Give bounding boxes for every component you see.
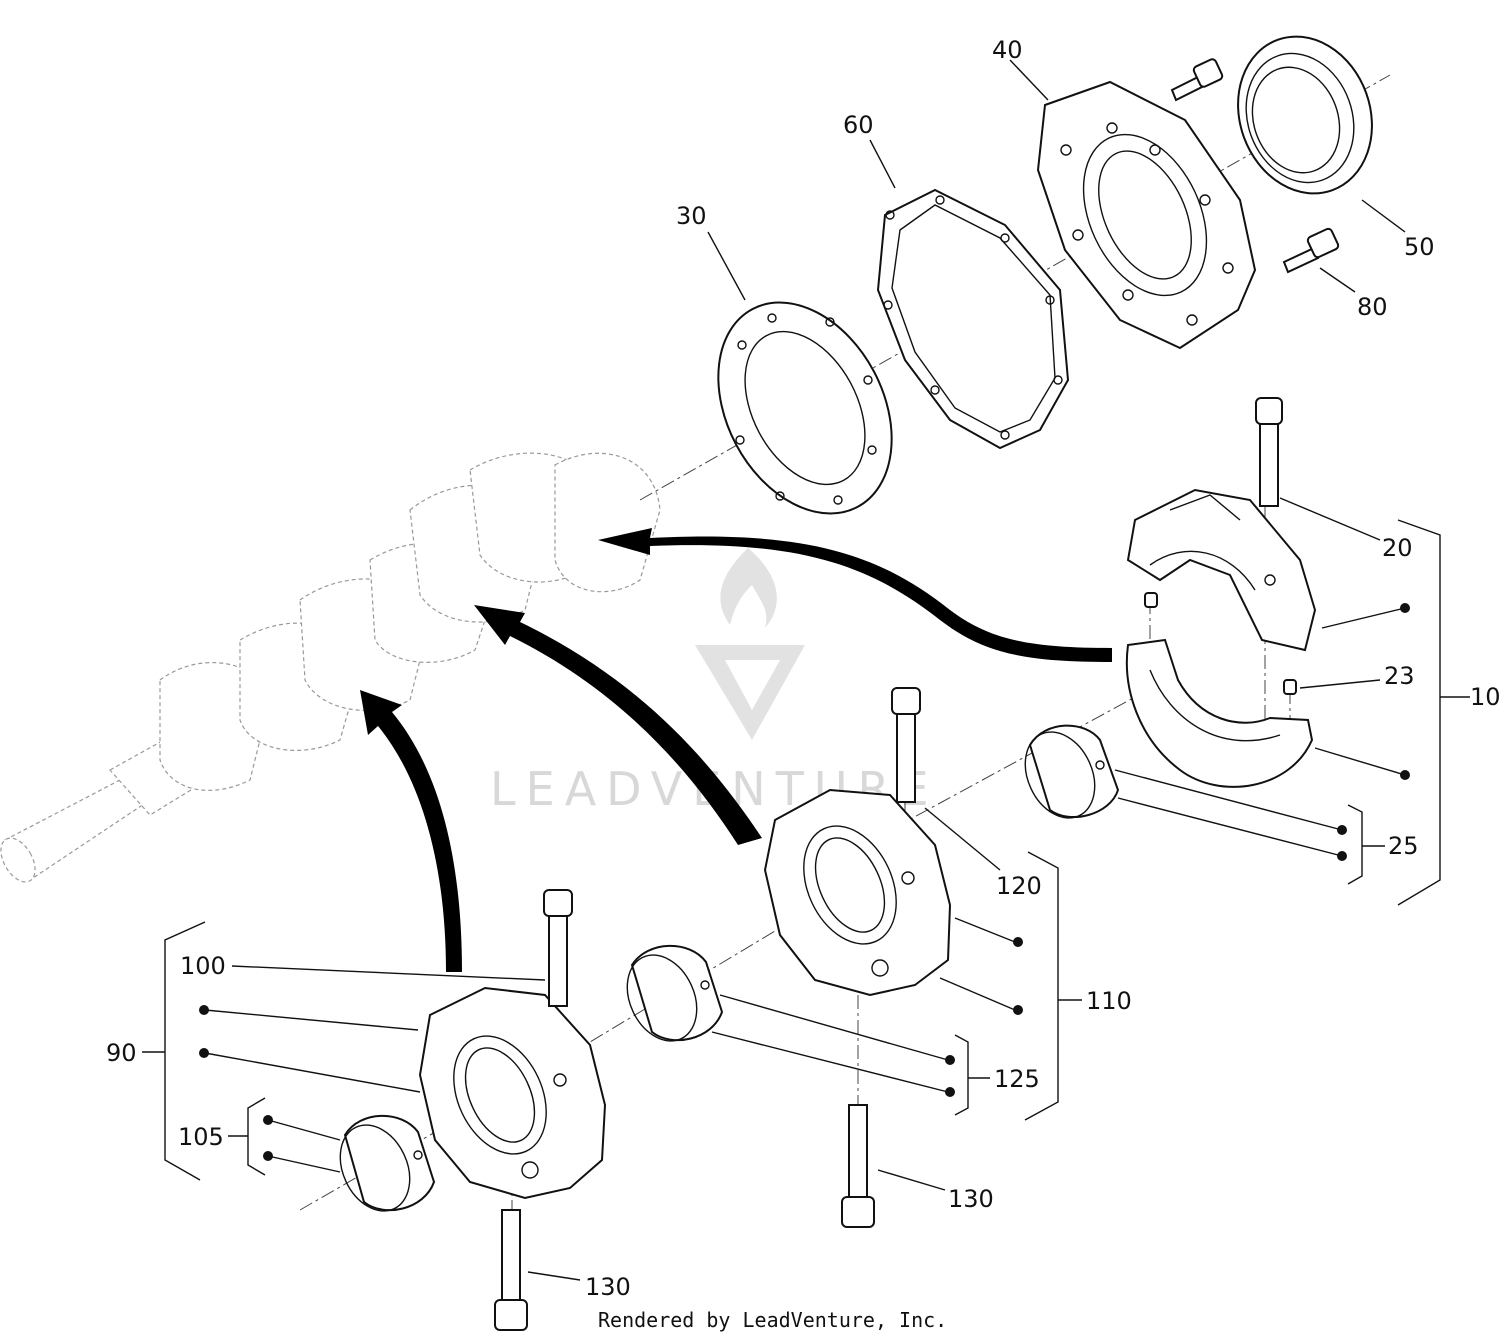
part-120-bolt — [891, 687, 921, 803]
arrow-10-to-crankshaft — [598, 528, 1112, 662]
part-130-bolt-front — [494, 1209, 528, 1331]
callout-23: 23 — [1384, 662, 1415, 690]
callout-120: 120 — [996, 872, 1042, 900]
part-50-oil-seal — [1237, 35, 1373, 195]
callout-50: 50 — [1404, 233, 1435, 261]
callout-20: 20 — [1382, 534, 1413, 562]
part-23-dowel-pins — [1144, 592, 1297, 695]
callout-90: 90 — [106, 1039, 137, 1067]
callout-40: 40 — [992, 36, 1023, 64]
part-30-gasket-plate — [717, 301, 893, 515]
footer-credit: Rendered by LeadVenture, Inc. — [598, 1308, 947, 1332]
callout-60: 60 — [843, 111, 874, 139]
part-105-bearing-shell — [339, 1114, 436, 1212]
part-20-bolt — [1255, 397, 1283, 507]
part-110-bearing-block — [763, 788, 952, 997]
part-20-bearing-cap — [1126, 488, 1317, 652]
callout-130-front: 130 — [585, 1273, 631, 1301]
assembly-arrows — [360, 528, 1112, 972]
part-25-bearing-shell — [1024, 724, 1120, 819]
callout-labels: 40 60 30 50 80 20 23 10 25 120 110 125 1… — [106, 36, 1500, 1301]
part-130-bolt-middle — [841, 1104, 875, 1228]
arrow-110-to-crankshaft — [474, 605, 762, 845]
watermark-flame-icon — [720, 548, 777, 628]
callout-10: 10 — [1470, 683, 1500, 711]
callout-25: 25 — [1388, 832, 1419, 860]
crankshaft-ghost — [0, 452, 661, 883]
callout-110: 110 — [1086, 987, 1132, 1015]
part-100-bolt — [543, 889, 573, 1007]
part-60-gasket — [876, 188, 1070, 450]
callout-100: 100 — [180, 952, 226, 980]
part-90-bearing-block — [418, 986, 607, 1200]
arrow-90-to-crankshaft — [360, 690, 462, 972]
callout-105: 105 — [178, 1123, 224, 1151]
callout-30: 30 — [676, 202, 707, 230]
watermark-v-logo-icon — [695, 645, 805, 740]
callout-130-middle: 130 — [948, 1185, 994, 1213]
callout-80: 80 — [1357, 293, 1388, 321]
part-80-bolts — [1170, 58, 1340, 274]
part-10-lower-bearing-cap — [1125, 638, 1314, 788]
leader-lines — [142, 59, 1470, 1281]
part-40-seal-housing — [1036, 80, 1257, 350]
callout-125: 125 — [994, 1065, 1040, 1093]
part-125-bearing-shell — [626, 944, 724, 1042]
